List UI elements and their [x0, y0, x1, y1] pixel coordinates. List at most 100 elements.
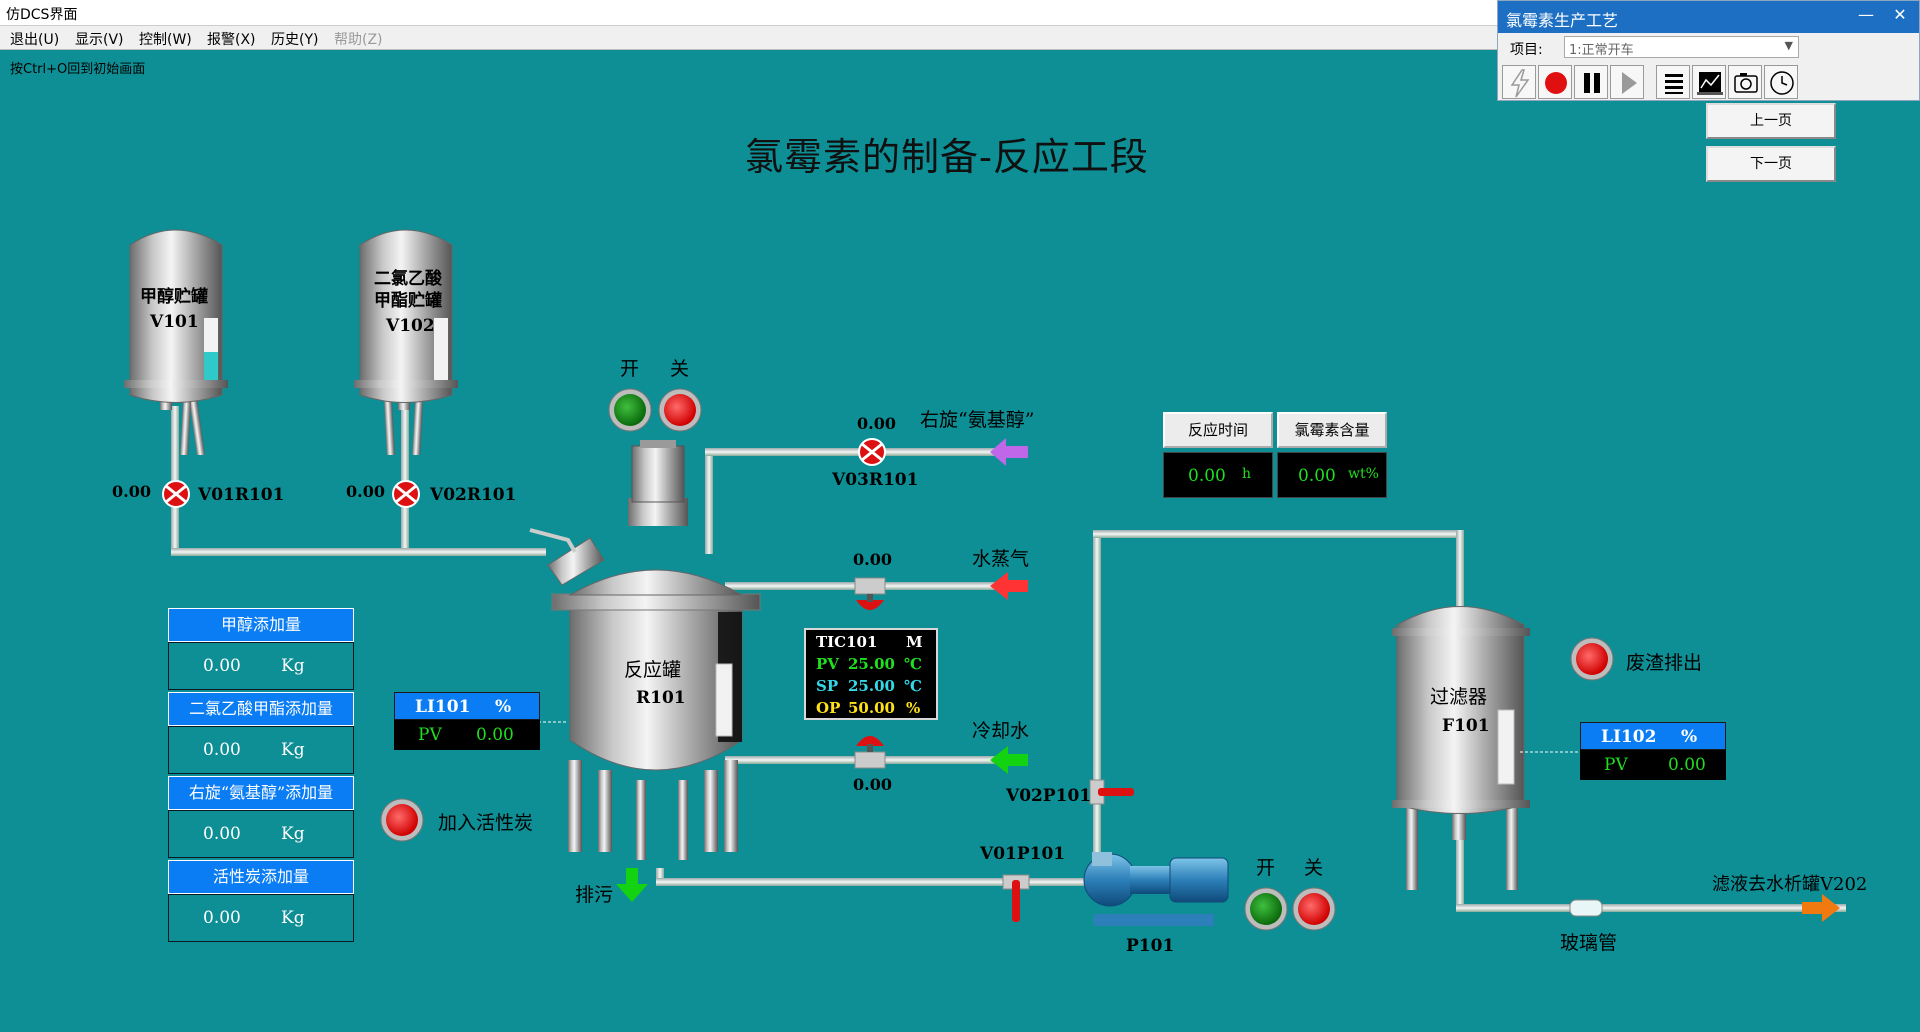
close-icon[interactable]: ✕ — [1893, 5, 1907, 24]
hint-text: 按Ctrl+O回到初始画面 — [10, 62, 146, 77]
menu-help[interactable]: 帮助(Z) — [334, 32, 383, 48]
v02r101-value: 0.00 — [346, 482, 385, 501]
f101-name: 过滤器 — [1430, 686, 1488, 708]
v03r101-value: 0.00 — [857, 414, 896, 433]
valve-cool-icon[interactable] — [854, 736, 886, 769]
prev-page-button[interactable]: 上一页 — [1706, 103, 1836, 139]
minimize-icon[interactable]: — — [1858, 5, 1874, 24]
process-control-window: 氯霉素生产工艺 — ✕ 项目: 1:正常开车 ▼ — [1497, 0, 1920, 101]
record-icon[interactable] — [1538, 65, 1572, 99]
filter-f101 — [1392, 606, 1530, 890]
filtrate-outlet-arrow-icon — [1802, 894, 1840, 922]
v101-tag: V101 — [150, 312, 199, 332]
level-gauge-v101 — [204, 318, 218, 380]
menu-alarm[interactable]: 报警(X) — [207, 32, 256, 48]
window-title: 仿DCS界面 — [6, 7, 78, 23]
pump-on-label: 开 — [1256, 857, 1276, 879]
agitator-off-label: 关 — [670, 358, 690, 380]
page-title: 氯霉素的制备-反应工段 — [745, 135, 1149, 179]
steam-valve-value: 0.00 — [853, 550, 892, 569]
valve-v02p101-icon[interactable] — [1089, 779, 1134, 805]
control-window-title: 氯霉素生产工艺 — [1506, 11, 1619, 30]
v101-name: 甲醇贮罐 — [140, 287, 208, 307]
camera-icon[interactable] — [1728, 65, 1762, 99]
carbon-label: 加入活性炭 — [438, 812, 534, 834]
pause-icon[interactable] — [1574, 65, 1608, 99]
tic101-controller[interactable]: TIC101 M PV 25.00 ℃ SP 25.00 ℃ OP 50.00 … — [804, 628, 938, 720]
reaction-status-panel: 反应时间 氯霉素含量 0.00 h 0.00 wt% — [1163, 412, 1389, 498]
valve-v01p101-icon[interactable] — [1002, 874, 1030, 922]
menu-control[interactable]: 控制(W) — [139, 32, 192, 48]
agitator-on-button[interactable] — [608, 388, 652, 432]
v01p101-tag: V01P101 — [980, 844, 1066, 864]
level-gauge-r101 — [715, 663, 733, 737]
f101-tag: F101 — [1442, 716, 1490, 736]
valve-steam-icon[interactable] — [854, 577, 886, 610]
residue-discharge-button[interactable] — [1570, 637, 1614, 681]
drain-arrow-icon — [616, 868, 648, 902]
r101-tag: R101 — [636, 688, 686, 708]
pump-on-button[interactable] — [1244, 887, 1288, 931]
control-window-titlebar: 氯霉素生产工艺 — ✕ — [1498, 1, 1919, 33]
v102-tag: V102 — [386, 316, 435, 336]
valve-v02r101-icon[interactable] — [392, 480, 420, 508]
project-select[interactable]: 1:正常开车 ▼ — [1564, 36, 1799, 58]
menu-history[interactable]: 历史(Y) — [271, 32, 319, 48]
valve-v03r101-icon[interactable] — [858, 438, 886, 466]
level-gauge-v102 — [434, 318, 448, 380]
reactor-r101 — [529, 440, 761, 860]
list-icon[interactable] — [1656, 65, 1690, 99]
cooling-stream-label: 冷却水 — [972, 720, 1030, 742]
cool-valve-value: 0.00 — [853, 775, 892, 794]
project-label: 项目: — [1510, 42, 1543, 58]
amino-add-header: 右旋“氨基醇”添加量 — [168, 776, 354, 810]
content-value: 0.00 wt% — [1277, 452, 1387, 498]
v02p101-tag: V02P101 — [1006, 786, 1092, 806]
play-icon[interactable] — [1610, 65, 1644, 99]
residue-label: 废渣排出 — [1626, 652, 1703, 674]
methanol-add-header: 甲醇添加量 — [168, 608, 354, 642]
filtrate-label: 滤液去水析罐V202 — [1712, 874, 1868, 895]
bolt-icon[interactable] — [1502, 65, 1536, 99]
steam-inlet-arrow-icon — [990, 572, 1028, 600]
v01r101-tag: V01R101 — [198, 485, 285, 505]
agitator-on-label: 开 — [620, 358, 640, 380]
reaction-time-value: 0.00 h — [1163, 452, 1273, 498]
v02r101-tag: V02R101 — [430, 485, 517, 505]
v102-name-line2: 甲酯贮罐 — [374, 291, 442, 311]
valve-v01r101-icon[interactable] — [162, 480, 190, 508]
tank-v102 — [354, 229, 458, 455]
pump-off-label: 关 — [1304, 857, 1324, 879]
pump-off-button[interactable] — [1292, 887, 1336, 931]
level-gauge-f101 — [1497, 709, 1515, 785]
tank-v101 — [124, 229, 228, 455]
r101-name: 反应罐 — [624, 659, 682, 681]
p101-tag: P101 — [1126, 936, 1175, 956]
glass-tube-label: 玻璃管 — [1560, 932, 1618, 954]
pump-p101-icon[interactable] — [1083, 852, 1229, 926]
v01r101-value: 0.00 — [112, 482, 151, 501]
agitator-off-button[interactable] — [658, 388, 702, 432]
menu-display[interactable]: 显示(V) — [75, 32, 124, 48]
trend-icon[interactable] — [1692, 65, 1726, 99]
v102-name-line1: 二氯乙酸 — [374, 269, 442, 289]
ester-add-header: 二氯乙酸甲酯添加量 — [168, 692, 354, 726]
clock-icon[interactable] — [1764, 65, 1798, 99]
amino-stream-label: 右旋“氨基醇” — [920, 409, 1035, 431]
carbon-add-button[interactable] — [380, 798, 424, 842]
drain-label: 排污 — [575, 884, 614, 906]
reaction-time-header: 反应时间 — [1163, 412, 1273, 448]
menu-exit[interactable]: 退出(U) — [10, 32, 60, 48]
next-page-button[interactable]: 下一页 — [1706, 146, 1836, 182]
glass-tube-icon — [1569, 899, 1603, 917]
amino-inlet-arrow-icon — [990, 438, 1028, 466]
content-header: 氯霉素含量 — [1277, 412, 1387, 448]
